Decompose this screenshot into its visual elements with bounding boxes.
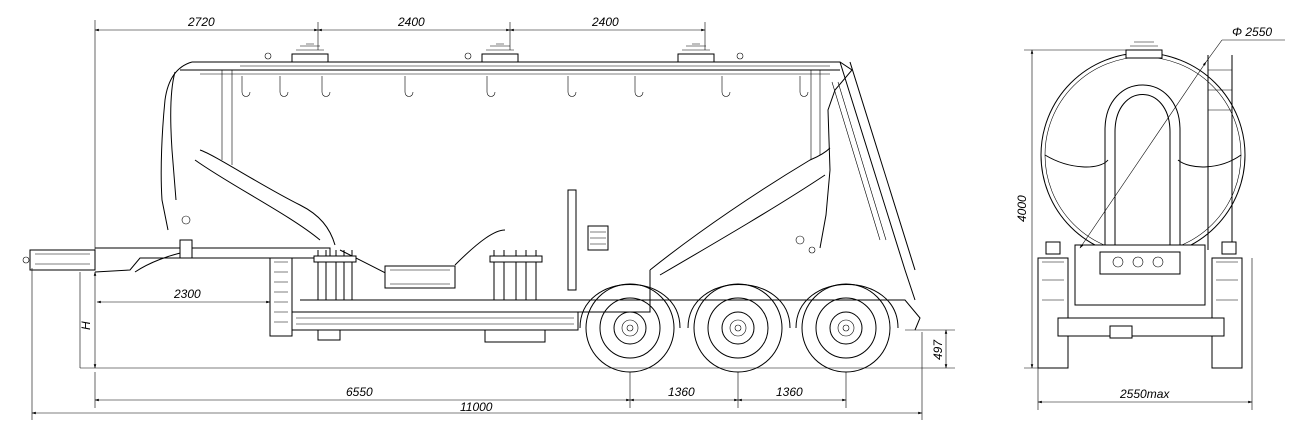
rear-view: Φ 2550 4000 2550max	[1015, 25, 1285, 410]
manhole-2	[481, 43, 519, 63]
rear-chassis	[1037, 241, 1243, 369]
dim-text-h: H	[79, 321, 93, 330]
dim-text-4000: 4000	[1015, 195, 1029, 222]
dim-text-2400-a: 2400	[397, 15, 425, 29]
manhole-3	[677, 43, 715, 63]
wheel-axle-3	[795, 283, 899, 373]
wheels	[579, 283, 899, 373]
tank-body	[160, 43, 916, 301]
dim-text-2300: 2300	[173, 287, 201, 301]
dim-text-1360-a: 1360	[668, 385, 695, 399]
side-view: 2720 2400 2400 2300 H 497 6550 1360 1360…	[22, 15, 955, 420]
front-coupling	[22, 215, 331, 273]
dim-text-2550max: 2550max	[1119, 387, 1170, 401]
dim-text-2400-b: 2400	[591, 15, 619, 29]
wheel-axle-2	[687, 283, 791, 373]
wheel-axle-1	[579, 283, 681, 373]
dim-text-497: 497	[931, 339, 945, 360]
side-dimensions: 2720 2400 2400 2300 H 497 6550 1360 1360…	[31, 15, 955, 420]
tank-cross-section	[1040, 41, 1246, 258]
manhole-1	[291, 43, 329, 63]
dim-text-2720: 2720	[187, 15, 215, 29]
dim-text-6550: 6550	[346, 385, 373, 399]
chassis-frame	[291, 299, 921, 343]
dim-text-1360-b: 1360	[776, 385, 803, 399]
valve-group-front	[269, 250, 357, 337]
dim-text-diameter: Φ 2550	[1232, 25, 1272, 39]
dim-text-11000: 11000	[460, 400, 493, 414]
valve-group-rear	[384, 189, 816, 300]
rear-dimensions: Φ 2550 4000 2550max	[1015, 25, 1285, 410]
